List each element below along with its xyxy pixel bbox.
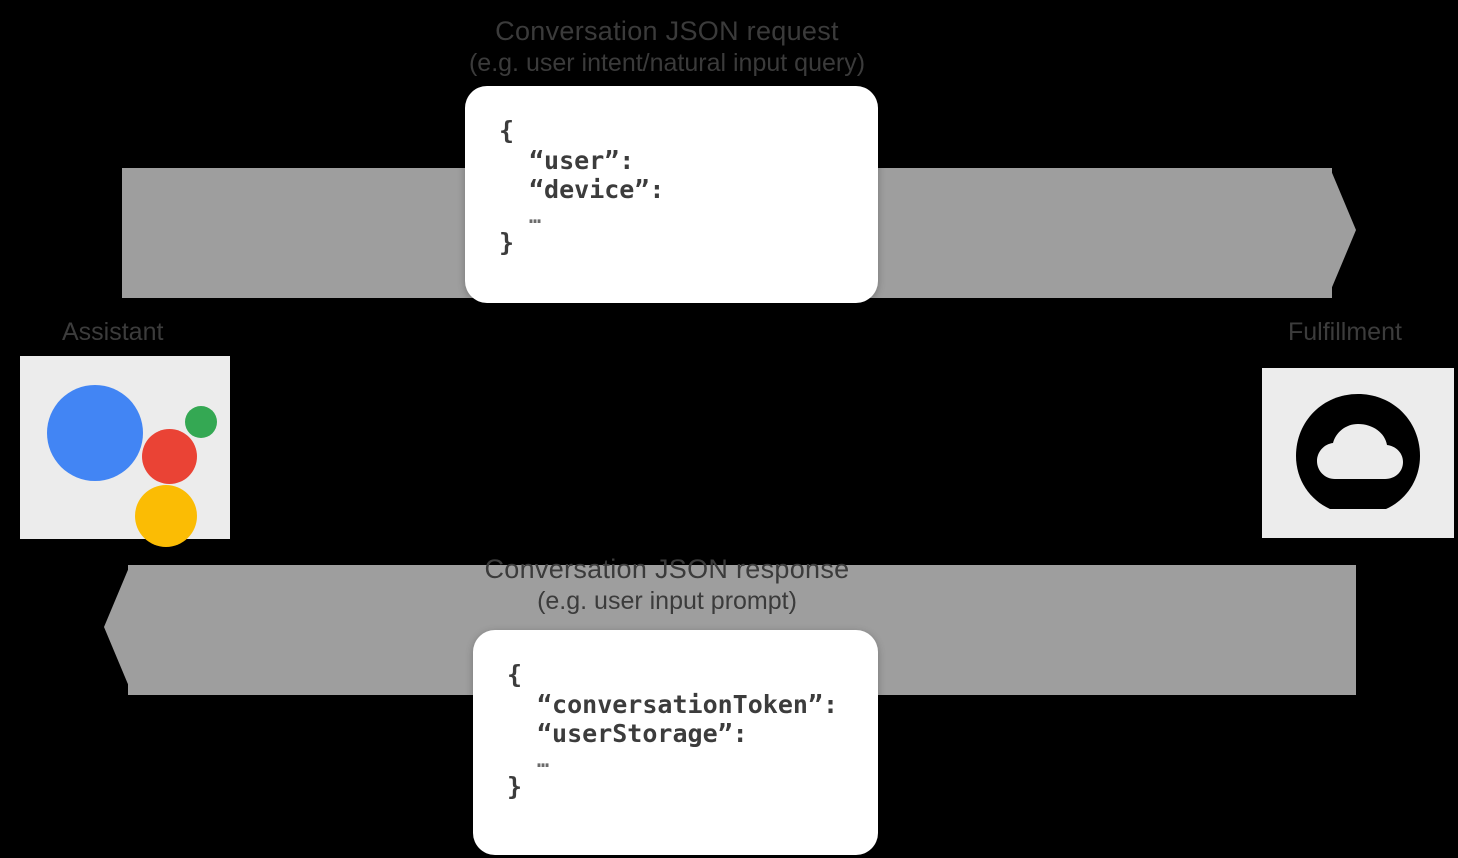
request-caption-subtitle: (e.g. user intent/natural input query) [468, 49, 866, 78]
fulfillment-node-tile [1262, 368, 1454, 538]
request-json-card: { “user”: “device”: … } [465, 86, 878, 303]
json-line: { [507, 660, 523, 689]
request-caption-title: Conversation JSON request [495, 16, 839, 46]
json-line: “device”: [529, 175, 665, 204]
json-line: … [537, 747, 552, 772]
assistant-dot-yellow-icon [135, 484, 197, 547]
assistant-node-tile [20, 356, 230, 547]
json-line: “userStorage”: [537, 719, 748, 748]
request-arrow-head-icon [1330, 168, 1356, 292]
fulfillment-node-label: Fulfillment [1288, 318, 1402, 346]
json-line: “conversationToken”: [537, 689, 839, 719]
response-arrow-head-icon [104, 565, 130, 689]
google-assistant-logo-icon [45, 373, 217, 547]
response-caption-subtitle: (e.g. user input prompt) [537, 587, 797, 616]
request-caption: Conversation JSON request (e.g. user int… [437, 16, 897, 77]
assistant-dot-green-icon [185, 405, 217, 438]
assistant-dot-red-icon [142, 428, 197, 484]
json-line: “user”: [529, 145, 635, 175]
response-json-card: { “conversationToken”: “userStorage”: … … [473, 630, 878, 855]
response-caption-title: Conversation JSON response [484, 554, 850, 584]
cloud-logo-icon [1296, 394, 1420, 509]
assistant-dot-blue-icon [47, 384, 143, 481]
json-line: { [499, 116, 515, 145]
response-caption: Conversation JSON response (e.g. user in… [437, 554, 897, 615]
json-line: … [529, 203, 544, 228]
json-line: } [499, 228, 515, 258]
assistant-node-label: Assistant [62, 318, 164, 346]
json-line: } [507, 772, 523, 802]
